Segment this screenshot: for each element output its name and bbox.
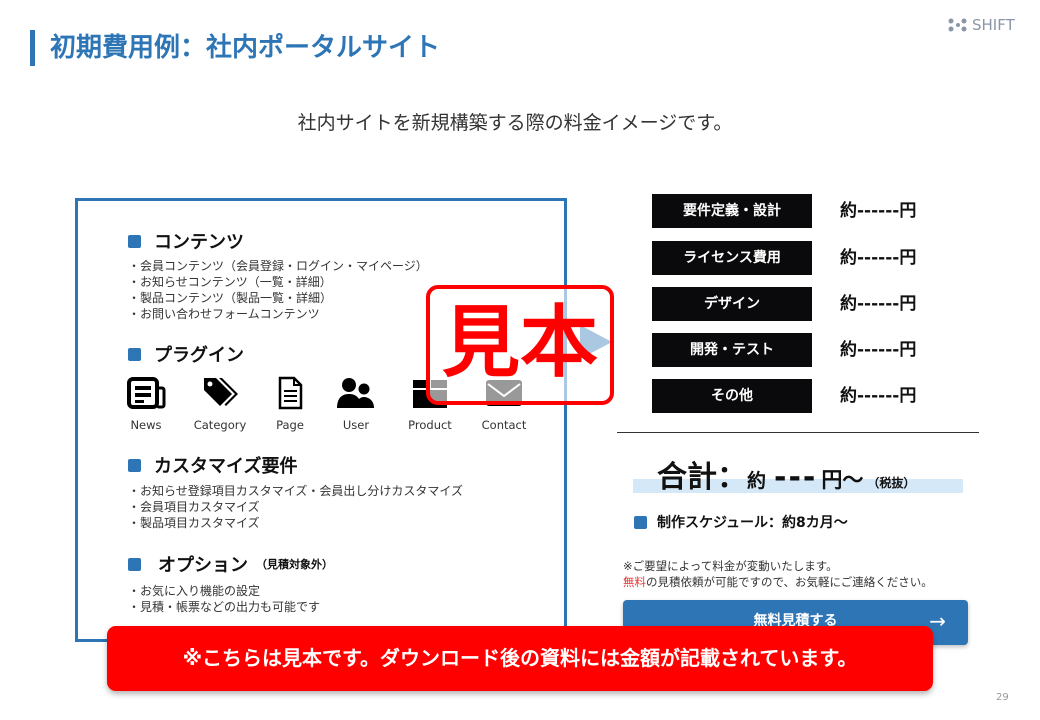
bullet-square-icon: [128, 234, 141, 248]
section-heading-plugins: プラグイン: [128, 341, 244, 367]
total-highlight: [633, 479, 963, 493]
cost-label: その他: [652, 379, 812, 413]
list-item: ・見積・帳票などの出力も可能です: [128, 600, 321, 614]
cost-value: 約------円: [840, 294, 917, 314]
cost-label: ライセンス費用: [652, 241, 812, 275]
logo-text: SHIFT: [972, 16, 1015, 34]
section-heading-customize: カスタマイズ要件: [128, 452, 297, 478]
list-item: ・製品項目カスタマイズ: [128, 516, 260, 530]
users-icon: [337, 378, 374, 408]
notes: ※ご要望によって料金が変動いたします。 無料の見積依頼が可能ですので、お気軽にご…: [623, 558, 933, 590]
cost-value: 約------円: [840, 340, 917, 360]
list-item: ・お問い合わせフォームコンテンツ: [128, 307, 320, 321]
subtitle: 社内サイトを新規構築する際の料金イメージです。: [297, 112, 733, 134]
list-item: ・製品コンテンツ（製品一覧・詳細）: [128, 291, 333, 305]
heading-text: オプション: [158, 555, 248, 576]
options-list: ・お気に入り機能の設定 ・見積・帳票などの出力も可能です: [128, 583, 320, 615]
plugin-news: News: [116, 376, 176, 432]
cost-value: 約------円: [840, 386, 917, 406]
bullet-square-icon: [128, 458, 141, 472]
section-heading-options: オプション （見積対象外）: [128, 551, 333, 577]
heading-text: プラグイン: [154, 345, 244, 366]
plugin-user: User: [322, 376, 390, 432]
plugin-category: Category: [182, 376, 258, 432]
logo-icon: [948, 18, 967, 32]
list-item: ・お気に入り機能の設定: [128, 584, 261, 598]
heading-text: コンテンツ: [154, 232, 244, 253]
plugin-page: Page: [264, 376, 316, 432]
logo: SHIFT: [948, 16, 1015, 34]
page-number: 29: [996, 692, 1009, 703]
section-heading-contents: コンテンツ: [128, 228, 244, 254]
cost-label: 要件定義・設計: [652, 194, 812, 228]
heading-text: カスタマイズ要件: [154, 456, 298, 477]
divider: [617, 432, 979, 433]
document-icon: [278, 376, 303, 410]
bullet-square-icon: [128, 557, 141, 571]
page-title: 初期費用例：社内ポータルサイト: [50, 33, 441, 63]
list-item: ・会員コンテンツ（会員登録・ログイン・マイページ）: [128, 259, 428, 273]
newspaper-icon: [127, 377, 166, 409]
list-item: ・お知らせコンテンツ（一覧・詳細）: [128, 275, 332, 289]
tag-icon: [204, 378, 238, 406]
schedule: 制作スケジュール：約8カ月〜: [634, 512, 848, 532]
arrow-right-icon: →: [929, 609, 946, 633]
cost-value: 約------円: [840, 201, 917, 221]
list-item: ・お知らせ登録項目カスタマイズ・会員出し分けカスタマイズ: [128, 484, 464, 498]
list-item: ・会員項目カスタマイズ: [128, 500, 260, 514]
total-amount: 合計： 約 --- 円〜 （税抜）: [657, 460, 916, 495]
contents-list: ・会員コンテンツ（会員登録・ログイン・マイページ） ・お知らせコンテンツ（一覧・…: [128, 258, 428, 322]
title-accent-bar: [30, 30, 35, 66]
cost-label: デザイン: [652, 287, 812, 321]
customize-list: ・お知らせ登録項目カスタマイズ・会員出し分けカスタマイズ ・会員項目カスタマイズ…: [128, 483, 463, 531]
sample-notice-banner: ※こちらは見本です。ダウンロード後の資料には金額が記載されています。: [107, 626, 933, 691]
bullet-square-icon: [634, 515, 647, 529]
note-line: ※ご要望によって料金が変動いたします。: [623, 559, 838, 573]
sample-stamp: 見本: [426, 285, 614, 405]
cost-value: 約------円: [840, 248, 917, 268]
note-line: 無料の見積依頼が可能ですので、お気軽にご連絡ください。: [623, 575, 933, 589]
bullet-square-icon: [128, 347, 141, 361]
cost-label: 開発・テスト: [652, 333, 812, 367]
heading-note: （見積対象外）: [256, 558, 333, 571]
